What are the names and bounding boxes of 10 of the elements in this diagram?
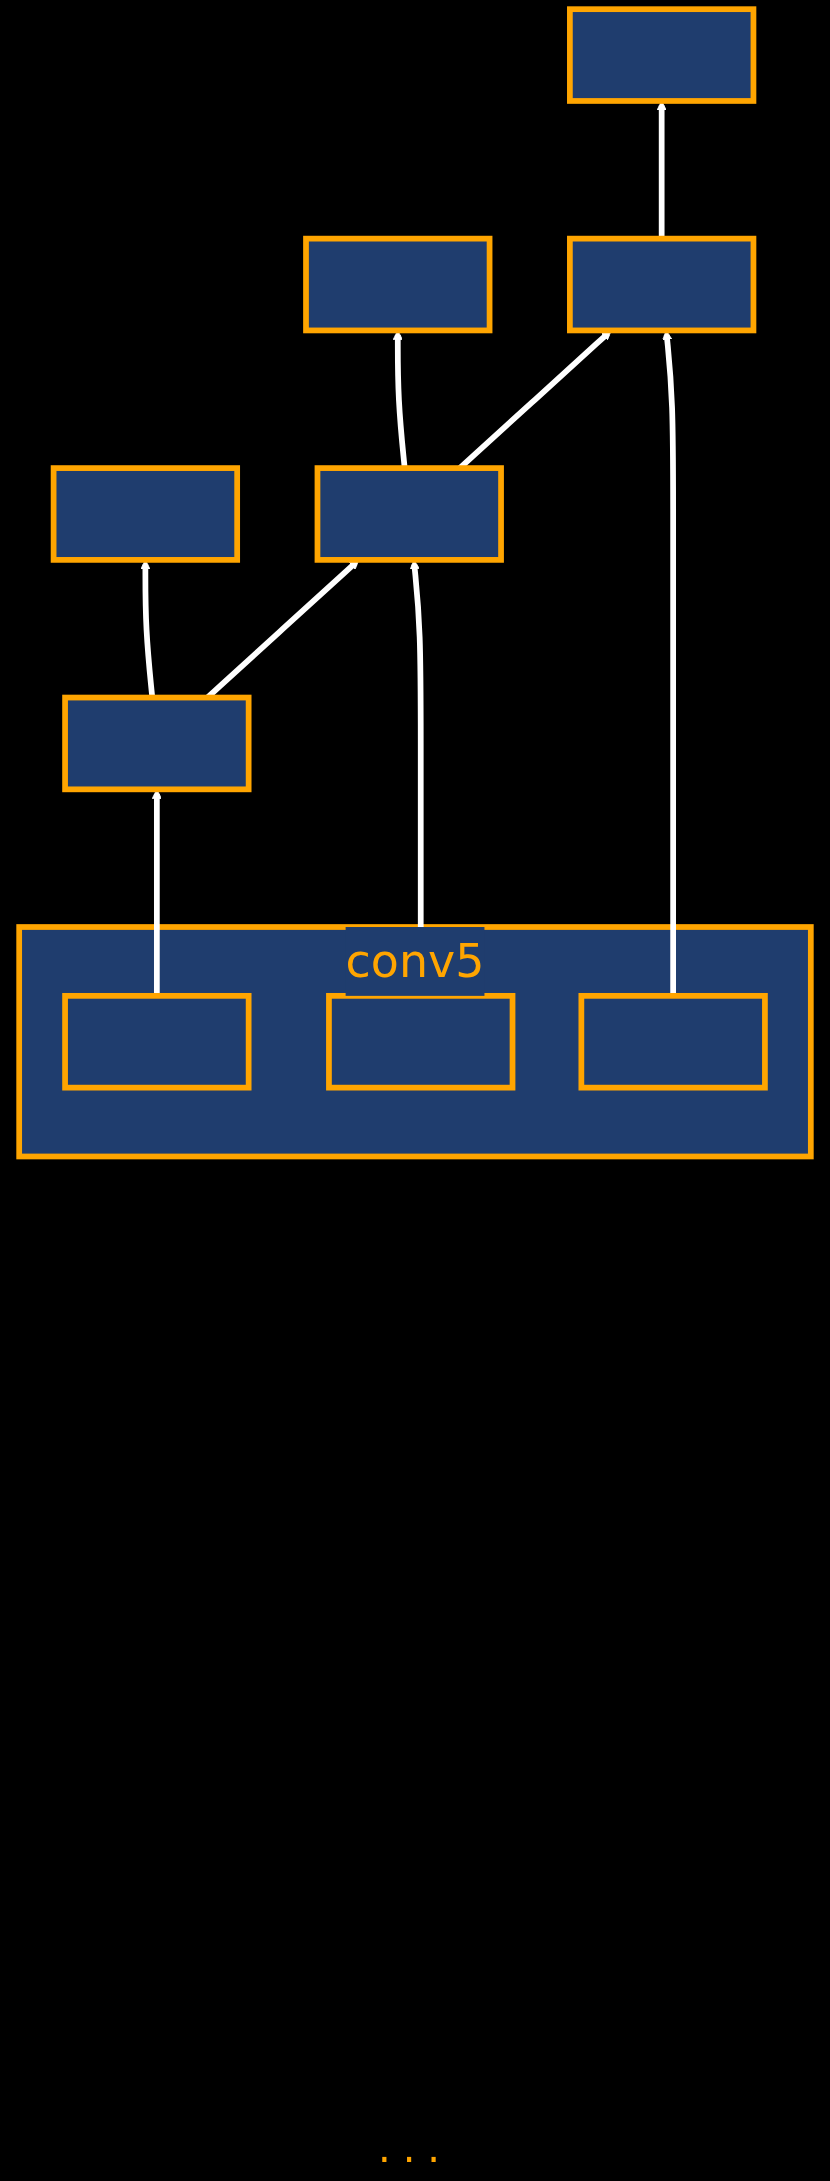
node-box [567,6,757,104]
node-box [314,465,504,563]
node-box [62,993,252,1091]
node-box [567,235,757,334]
node-box [62,694,252,793]
node-box [303,235,493,334]
ellipsis-text: ... [377,2125,453,2171]
node-box [578,993,768,1091]
node-box [50,465,241,563]
node-box [326,993,516,1091]
